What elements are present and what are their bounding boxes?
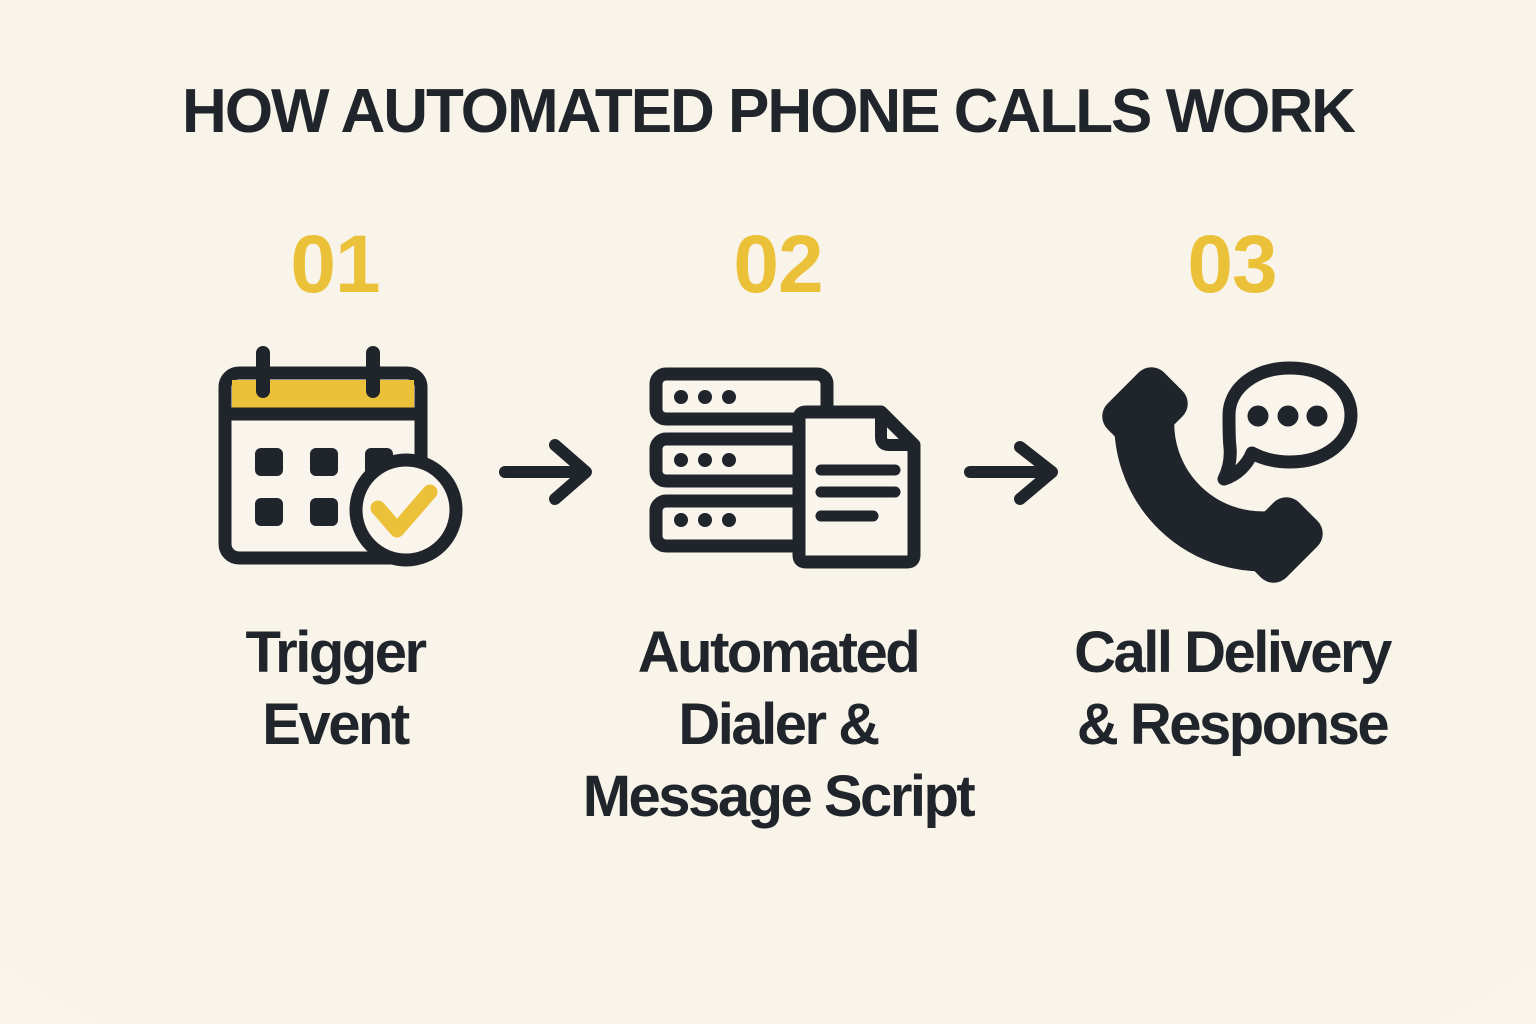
step-number-02: 02 xyxy=(733,219,823,310)
step-call-delivery: 03 Call Delivery & Response xyxy=(1012,0,1452,1024)
step-automated-dialer: 02 Automated Dialer & Message Script xyxy=(558,0,998,1024)
step-label-automated-dialer: Automated Dialer & Message Script xyxy=(582,620,976,829)
server-script-icon xyxy=(649,367,921,569)
step-number-01: 01 xyxy=(290,219,380,310)
calendar-check-icon xyxy=(218,346,463,567)
phone-chat-icon xyxy=(1102,361,1358,583)
step-number-03: 03 xyxy=(1187,219,1277,310)
step-label-trigger-event: Trigger Event xyxy=(245,620,427,757)
arrow-right-icon xyxy=(964,441,1058,505)
page-title: HOW AUTOMATED PHONE CALLS WORK xyxy=(182,77,1356,146)
step-trigger-event: 01 Trigger Event xyxy=(115,0,555,1024)
arrow-right-icon xyxy=(499,439,592,505)
step-label-call-delivery: Call Delivery & Response xyxy=(1074,620,1392,757)
